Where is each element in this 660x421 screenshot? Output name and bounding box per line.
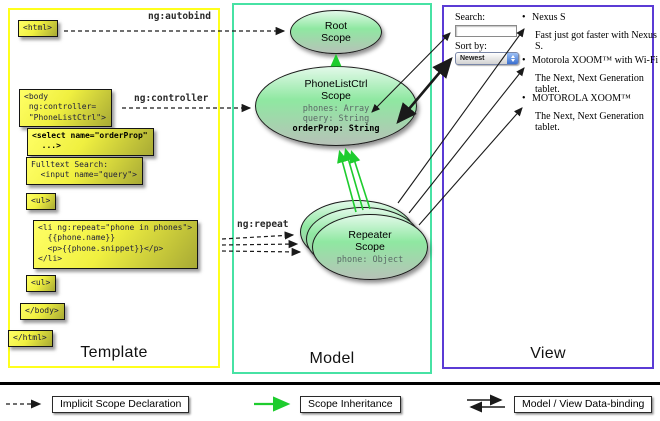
select-stepper-icon xyxy=(507,53,518,64)
phonelistctrl-scope-orderprop: orderProp: String xyxy=(292,124,380,135)
template-column-label: Template xyxy=(80,344,148,361)
code-box-body-close: </body> xyxy=(20,303,65,321)
code-box-ul-open: <ul> xyxy=(26,193,57,211)
code-box-fulltext-search: Fulltext Search: <input name="query"> xyxy=(26,157,143,185)
root-scope-ellipse: Root Scope xyxy=(290,10,382,54)
ng-autobind-label: ng:autobind xyxy=(148,11,211,22)
repeater-scope-prop: phone: Object xyxy=(336,254,404,265)
view-item-desc: Fast just got faster with Nexus S. xyxy=(535,30,657,52)
view-item-title: Nexus S xyxy=(532,12,566,23)
sort-select-value: Newest xyxy=(460,55,485,62)
root-scope-title: Root Scope xyxy=(321,19,351,44)
code-box-html-open: <html> xyxy=(18,20,58,38)
view-item-title: MOTOROLA XOOM™ xyxy=(532,93,631,104)
view-item-title: Motorola XOOM™ with Wi-Fi xyxy=(532,55,659,66)
search-input[interactable] xyxy=(455,25,517,37)
legend-implicit-scope-declaration: Implicit Scope Declaration xyxy=(52,396,190,413)
legend-scope-inheritance: Scope Inheritance xyxy=(300,396,401,413)
code-box-body-open: <body ng:controller= "PhoneListCtrl"> xyxy=(19,89,112,128)
legend-divider xyxy=(0,382,660,385)
bullet-icon: • xyxy=(522,55,526,66)
model-column-label: Model xyxy=(309,350,355,367)
sort-select[interactable]: Newest xyxy=(455,52,519,65)
code-box-html-close: </html> xyxy=(8,330,53,348)
bullet-icon: • xyxy=(522,93,526,104)
sort-by-label: Sort by: xyxy=(455,41,487,52)
phonelistctrl-scope-ellipse: PhoneListCtrl Scope phones: Array query:… xyxy=(255,66,417,146)
repeater-scope-title: Repeater Scope xyxy=(348,228,392,253)
bullet-icon: • xyxy=(522,12,526,23)
ng-repeat-label: ng:repeat xyxy=(237,219,289,230)
view-item-desc: The Next, Next Generation tablet. xyxy=(535,73,644,95)
repeater-scope-ellipse-front: Repeater Scope phone: Object xyxy=(312,214,428,280)
model-column: Model xyxy=(232,3,432,374)
legend-model-view-data-binding: Model / View Data-binding xyxy=(514,396,653,413)
view-item-desc: The Next, Next Generation tablet. xyxy=(535,111,644,133)
code-box-select: <select name="orderProp" ...> xyxy=(27,128,154,156)
code-box-ul-close: <ul> xyxy=(26,275,57,293)
view-column-label: View xyxy=(530,345,566,362)
search-label: Search: xyxy=(455,12,485,23)
ng-controller-label: ng:controller xyxy=(134,93,209,104)
code-box-li-repeat: <li ng:repeat="phone in phones"> {{phone… xyxy=(33,220,199,269)
phonelistctrl-scope-title: PhoneListCtrl Scope xyxy=(304,77,368,102)
phonelistctrl-scope-props: phones: Array query: String xyxy=(302,103,370,124)
